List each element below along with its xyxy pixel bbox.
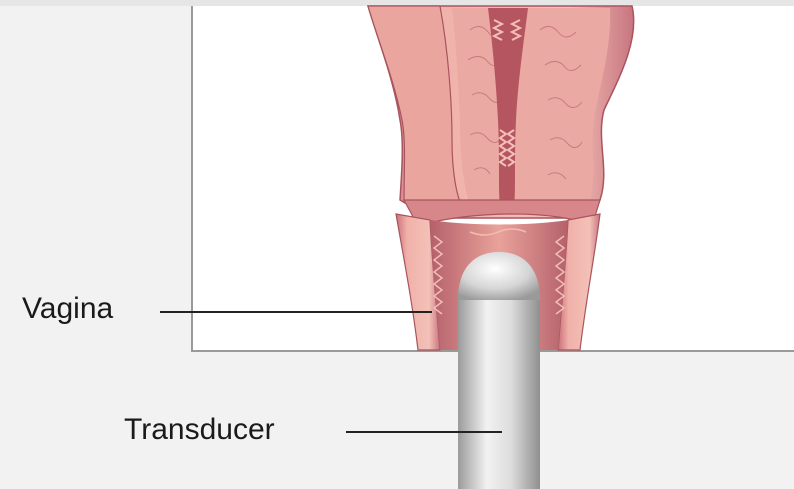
- transducer-probe-shaft: [458, 290, 540, 489]
- transducer-label: Transducer: [124, 415, 275, 445]
- vagina-label: Vagina: [22, 294, 113, 324]
- uterine-lining: [452, 8, 610, 208]
